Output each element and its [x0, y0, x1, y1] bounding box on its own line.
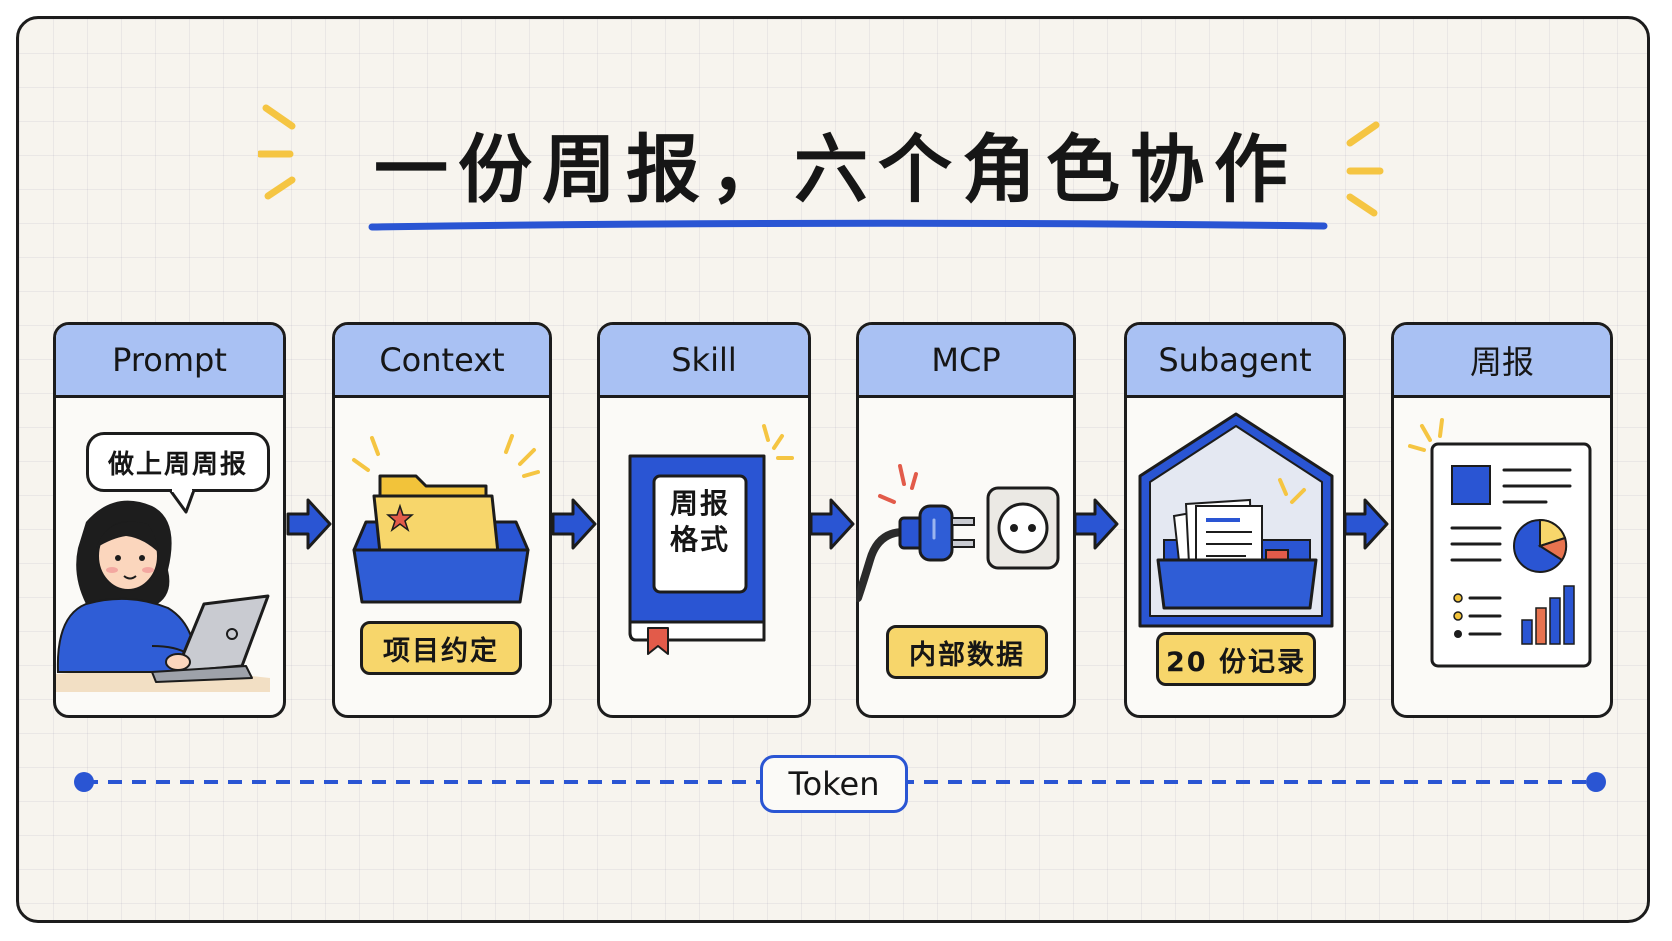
arrow-right-icon — [1343, 498, 1389, 550]
report-icon — [1430, 442, 1592, 668]
arrow-right-icon — [1073, 498, 1119, 550]
speech-bubble-tail-icon — [168, 488, 196, 514]
card-prompt-header: Prompt — [56, 325, 283, 398]
book-icon — [628, 454, 766, 655]
book-title-line-1: 周报 — [669, 487, 730, 520]
speech-bubble: 做上周周报 — [86, 432, 270, 492]
tag-project-conventions: 项目约定 — [360, 621, 522, 675]
title-underline — [368, 219, 1328, 231]
tag-internal-data: 内部数据 — [886, 625, 1048, 679]
sparkle-icon — [762, 424, 794, 460]
arrow-right-icon — [286, 498, 332, 550]
person-laptop-icon — [56, 500, 270, 692]
sparkle-icon — [352, 434, 540, 478]
card-weekly-report-header: 周报 — [1394, 325, 1610, 398]
plug-socket-icon — [856, 464, 1060, 602]
page-title: 一份周报，六个角色协作 — [374, 127, 1298, 213]
book-title-line-2: 格式 — [669, 523, 730, 556]
card-subagent-header: Subagent — [1127, 325, 1343, 398]
document-house-icon — [1138, 412, 1334, 628]
sparkle-icon — [1408, 418, 1444, 452]
card-skill-header: Skill — [600, 325, 808, 398]
arrow-right-icon — [551, 498, 597, 550]
title-sparkle-right-icon — [1346, 121, 1384, 217]
card-mcp-header: MCP — [859, 325, 1073, 398]
tag-20-records: 20 份记录 — [1156, 632, 1316, 686]
title-sparkle-left-icon — [258, 104, 296, 200]
card-context-header: Context — [335, 325, 549, 398]
book-title: 周报 格式 — [656, 486, 744, 558]
arrow-right-icon — [809, 498, 855, 550]
token-label: Token — [760, 755, 908, 813]
folder-icon — [352, 474, 530, 604]
